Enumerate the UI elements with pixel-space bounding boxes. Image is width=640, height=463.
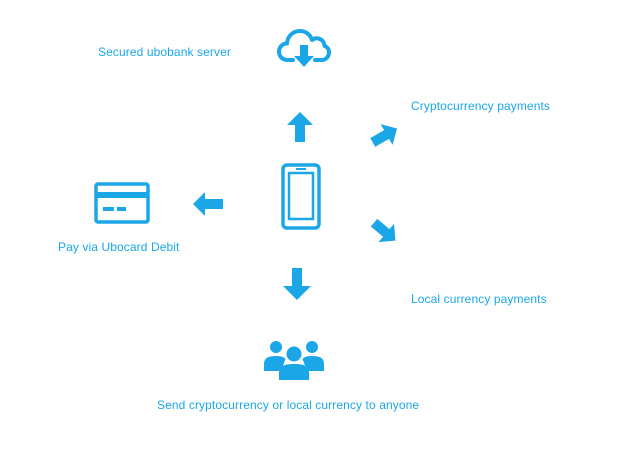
users-group-icon <box>264 341 324 380</box>
credit-card-icon <box>94 182 150 224</box>
arrow-up-icon <box>287 112 313 142</box>
label-crypto: Cryptocurrency payments <box>411 99 551 113</box>
arrow-down-right-icon <box>370 218 396 243</box>
label-send: Send cryptocurrency or local currency to… <box>157 398 420 412</box>
arrow-left-icon <box>193 192 223 216</box>
arrow-down-icon <box>283 268 311 300</box>
label-card: Pay via Ubocard Debit <box>58 240 180 254</box>
label-server: Secured ubobank server <box>98 45 231 59</box>
arrow-up-right-icon <box>370 124 397 147</box>
smartphone-icon <box>281 163 321 230</box>
cloud-download-icon <box>277 29 331 67</box>
label-local: Local currency payments <box>411 292 547 306</box>
